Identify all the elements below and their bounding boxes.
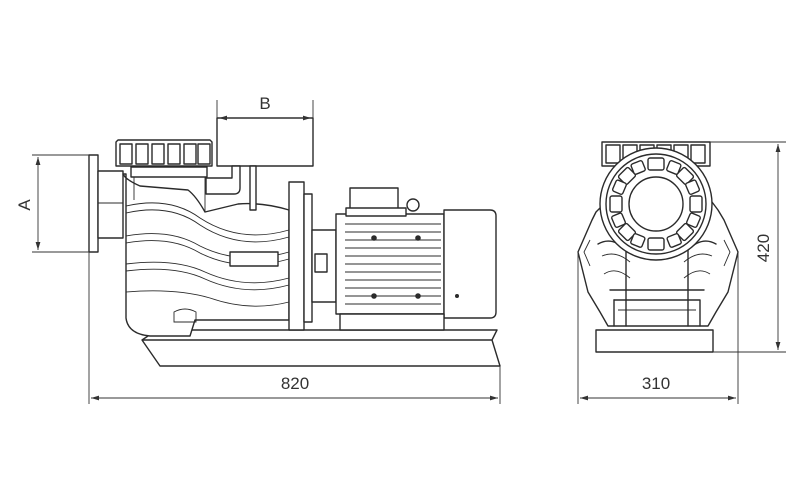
dimension-b: B xyxy=(216,94,314,121)
strainer-lid xyxy=(115,139,213,178)
pump-housing xyxy=(122,173,290,337)
base-plate xyxy=(141,329,501,367)
dimension-length-label: 820 xyxy=(281,374,309,393)
dimension-b-label: B xyxy=(259,94,270,113)
dimension-a-label: A xyxy=(15,199,34,211)
outlet-flange xyxy=(205,117,314,211)
dimension-width: 310 xyxy=(577,252,739,404)
nameplate xyxy=(229,251,279,267)
dimension-a: A xyxy=(15,154,89,253)
front-base xyxy=(595,329,714,353)
dimension-length: 820 xyxy=(88,252,501,404)
front-view: 420 310 xyxy=(577,141,786,404)
dimension-height-label: 420 xyxy=(754,234,773,262)
motor xyxy=(335,187,497,331)
side-view: A B 820 xyxy=(15,94,501,404)
dimension-height: 420 xyxy=(710,141,786,353)
dimension-width-label: 310 xyxy=(642,374,670,393)
inlet-flange xyxy=(88,154,124,253)
motor-flange xyxy=(288,181,337,331)
front-inlet-ring xyxy=(599,147,713,261)
